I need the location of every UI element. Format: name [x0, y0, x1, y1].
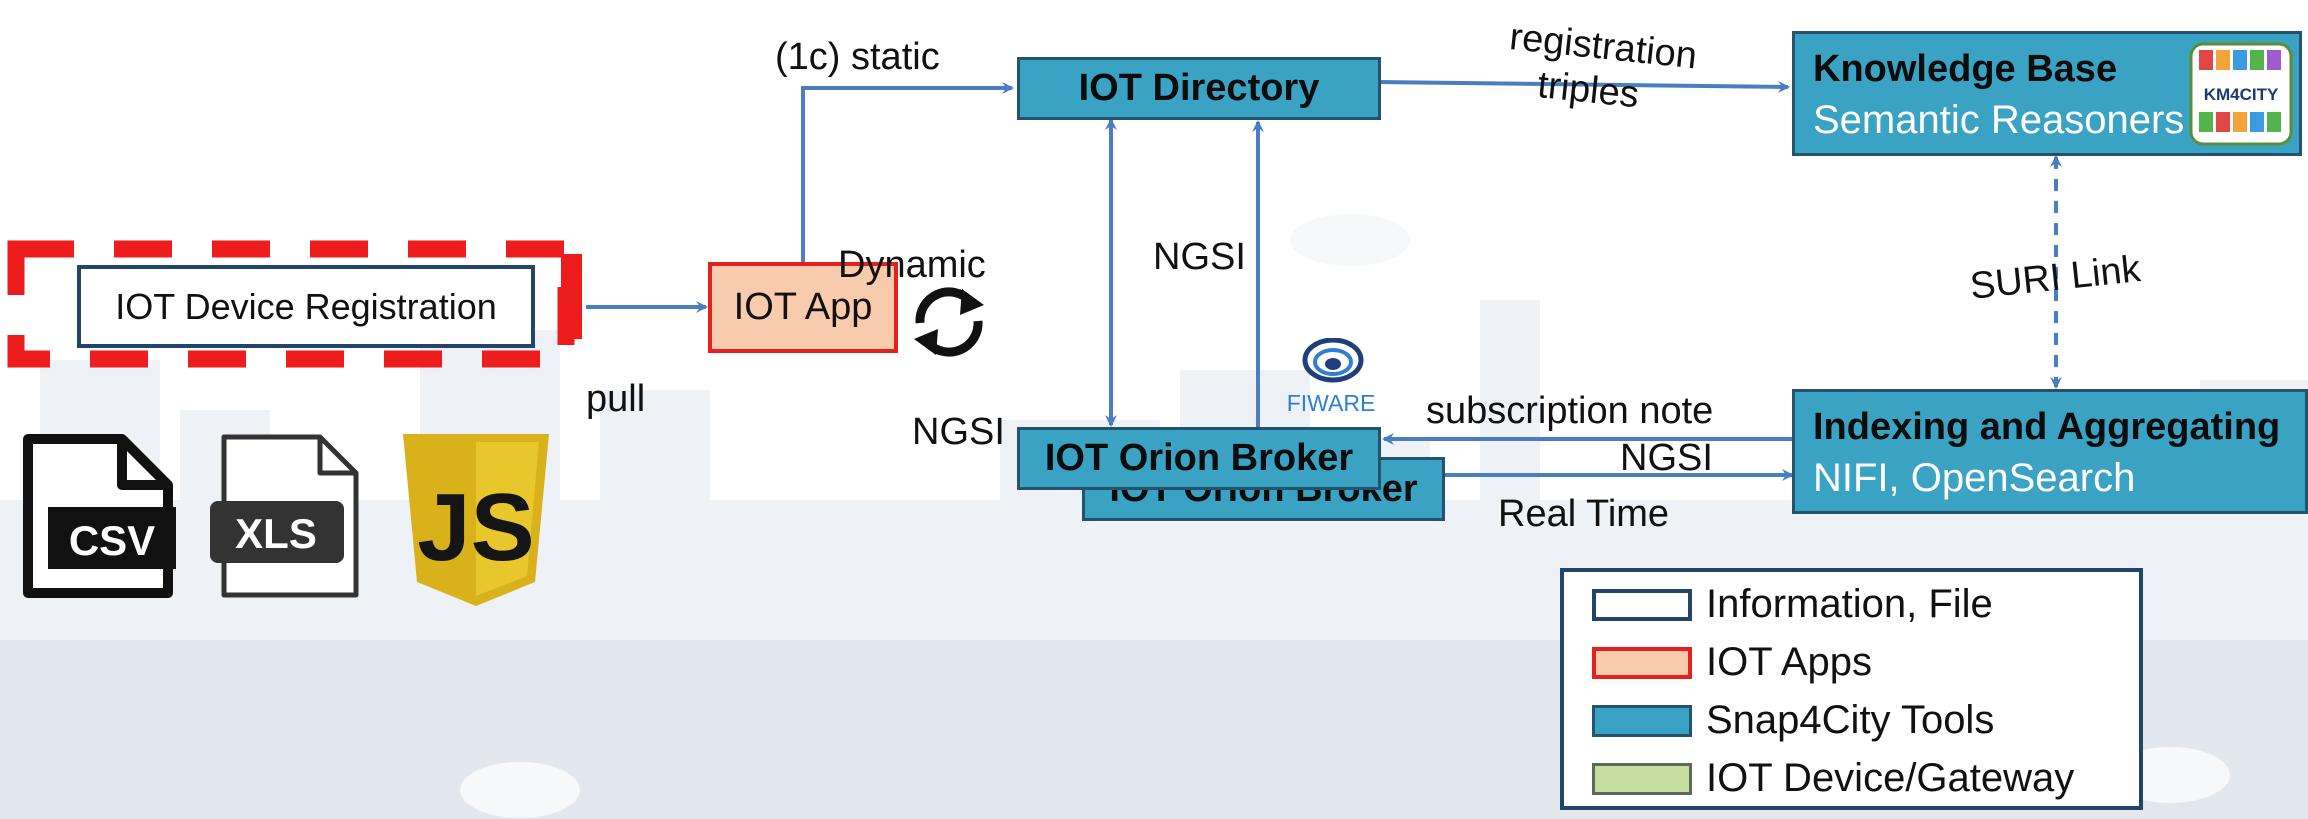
- iot-directory-label: IOT Directory: [1078, 67, 1320, 109]
- javascript-logo-text: JS: [417, 474, 534, 581]
- legend-label-snap4city-tools: Snap4City Tools: [1706, 698, 1995, 742]
- dynamic-label: Dynamic: [838, 244, 986, 286]
- xls-file-icon: XLS: [210, 434, 359, 598]
- legend-label-iot-device-gateway: IOT Device/Gateway: [1706, 756, 2075, 800]
- ngsi-left-label: NGSI: [912, 411, 1005, 453]
- iot-device-registration-label: IOT Device Registration: [115, 285, 497, 327]
- iot-app-box: IOT App: [708, 262, 898, 353]
- km4city-logo-text: KM4CITY: [2204, 85, 2279, 104]
- legend-swatch-snap4city-tools: [1592, 704, 1692, 737]
- km4city-logo-icon: KM4CITY: [2189, 42, 2293, 146]
- static-label: (1c) static: [775, 36, 940, 78]
- legend-swatch-iot-apps: [1592, 646, 1692, 679]
- fiware-logo-icon: FIWARE: [1287, 338, 1376, 416]
- iot-app-label: IOT App: [733, 286, 873, 328]
- xls-file-text: XLS: [235, 510, 317, 557]
- iot-device-registration-box: IOT Device Registration: [77, 265, 535, 348]
- knowledge-base-title: Knowledge Base: [1813, 48, 2118, 90]
- iot-orion-broker-label: IOT Orion Broker: [1044, 437, 1354, 479]
- csv-file-text: CSV: [69, 517, 155, 564]
- legend-item-iot-apps: IOT Apps: [1592, 640, 1872, 685]
- javascript-logo-icon: JS: [403, 434, 549, 606]
- pull-label: pull: [586, 378, 646, 420]
- ngsi-right-label: NGSI: [1620, 437, 1713, 479]
- legend-label-information: Information, File: [1706, 582, 1993, 626]
- iot-device-dashed-frame: [7, 240, 582, 368]
- csv-file-icon: CSV: [23, 434, 176, 598]
- legend-item-information: Information, File: [1592, 582, 1993, 627]
- fiware-logo-text: FIWARE: [1287, 390, 1376, 416]
- indexing-aggregating-subtitle: NIFI, OpenSearch: [1813, 456, 2136, 500]
- iot-directory-box: IOT Directory: [1017, 57, 1381, 120]
- subscription-label: subscription note: [1426, 390, 1714, 432]
- indexing-aggregating-box: Indexing and Aggregating NIFI, OpenSearc…: [1792, 389, 2308, 514]
- legend-item-snap4city-tools: Snap4City Tools: [1592, 698, 1994, 743]
- iot-orion-broker-box: IOT Orion Broker: [1017, 427, 1381, 490]
- legend: Information, File IOT Apps Snap4City Too…: [1560, 568, 2143, 810]
- real-time-label: Real Time: [1498, 493, 1670, 535]
- indexing-aggregating-title: Indexing and Aggregating: [1813, 406, 2281, 448]
- knowledge-base-subtitle: Semantic Reasoners: [1813, 98, 2185, 142]
- legend-item-iot-device-gateway: IOT Device/Gateway: [1592, 756, 2074, 801]
- dynamic-refresh-icon: [914, 287, 984, 357]
- knowledge-base-box: Knowledge Base Semantic Reasoners KM4CIT…: [1792, 31, 2302, 156]
- legend-swatch-information: [1592, 588, 1692, 621]
- ngsi-mid-label: NGSI: [1153, 236, 1246, 278]
- legend-label-iot-apps: IOT Apps: [1706, 640, 1873, 684]
- legend-swatch-iot-device-gateway: [1592, 762, 1692, 795]
